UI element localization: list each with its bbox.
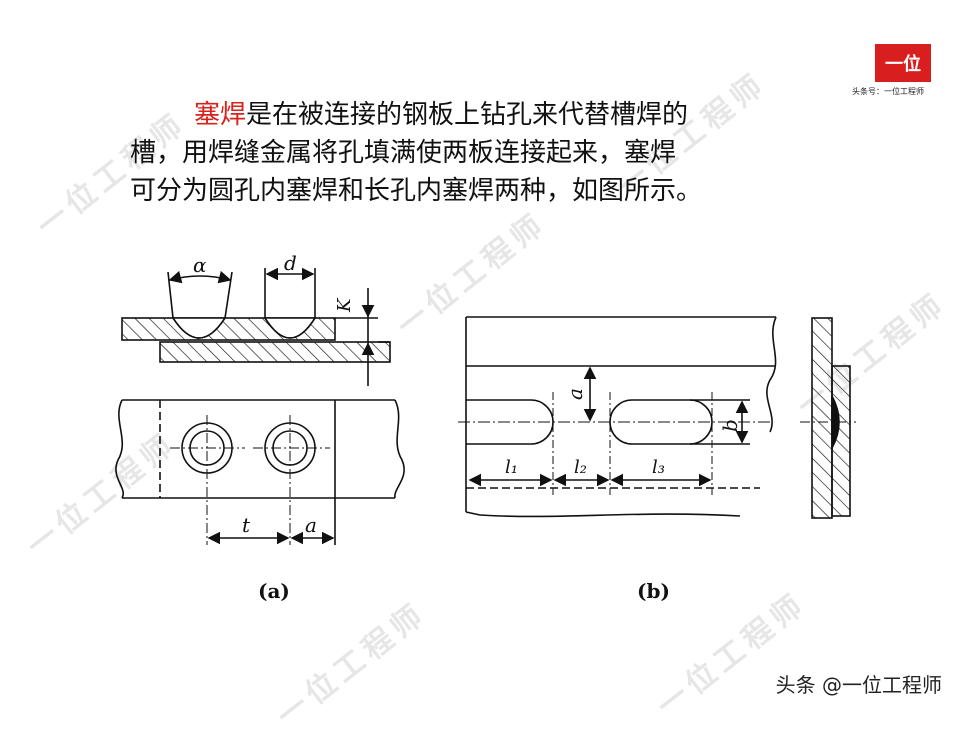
caption-a: (a) — [258, 579, 290, 603]
caption-b: (b) — [637, 579, 670, 603]
label-d: d — [284, 251, 297, 275]
label-t: t — [242, 513, 251, 537]
label-alpha: α — [193, 253, 207, 277]
figure-a-plan — [115, 399, 405, 545]
footer-attribution: 头条 @一位工程师 — [775, 673, 942, 697]
label-l3: l₃ — [652, 457, 665, 478]
paragraph-line-1: 塞焊是在被连接的钢板上钻孔来代替槽焊的 — [130, 96, 830, 134]
paragraph-line-2: 槽，用焊缝金属将孔填满使两板连接起来，塞焊 — [130, 138, 677, 168]
label-b-a: a — [563, 388, 587, 400]
paragraph-line-3: 可分为圆孔内塞焊和长孔内塞焊两种，如图所示。 — [130, 176, 703, 206]
label-l2: l₂ — [574, 457, 587, 478]
highlight-term: 塞焊 — [194, 100, 247, 130]
figure-a-section — [121, 267, 391, 386]
paragraph-line-1-rest: 是在被连接的钢板上钻孔来代替槽焊的 — [246, 100, 689, 130]
brand-caption: 头条号：一位工程师 — [852, 87, 924, 96]
label-K: K — [334, 297, 355, 313]
intro-paragraph: 塞焊是在被连接的钢板上钻孔来代替槽焊的 槽，用焊缝金属将孔填满使两板连接起来，塞… — [130, 96, 830, 210]
weld-figures: α d K t a (a) — [115, 251, 856, 603]
figure-b-section — [800, 317, 856, 519]
figure-b-plan — [458, 316, 777, 518]
label-b-b: b — [718, 419, 742, 432]
brand-logo: 一位 — [875, 44, 931, 82]
label-a: a — [305, 513, 317, 537]
label-l1: l₁ — [505, 457, 518, 478]
